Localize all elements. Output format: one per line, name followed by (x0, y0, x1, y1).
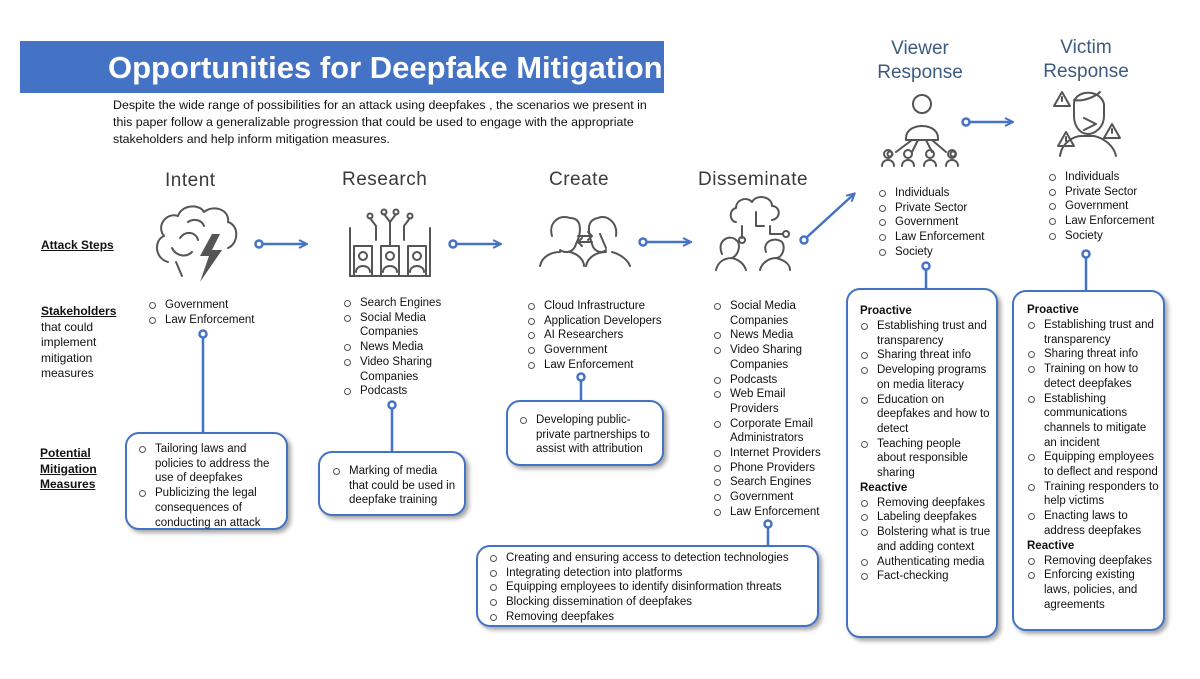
row-label-potential-mitigation: Potential Mitigation Measures (40, 446, 97, 491)
stakeholders-viewer: Individuals Private Sector Government La… (878, 186, 1008, 260)
title-banner: Opportunities for Deepfake Mitigation (20, 41, 664, 93)
list-item: Authenticating media (860, 555, 992, 570)
list-item: Enforcing existing laws, policies, and a… (1027, 568, 1159, 612)
list-item: Podcasts (713, 373, 833, 388)
list-item: Publicizing the legal consequences of co… (138, 486, 280, 530)
proactive-heading: Proactive (860, 305, 912, 317)
list-item: Enacting laws to address deepfakes (1027, 509, 1159, 538)
reactive-heading: Reactive (1027, 539, 1075, 552)
list-item: Equipping employees to identify disinfor… (489, 580, 811, 595)
list-item: Bolstering what is true and adding conte… (860, 525, 992, 554)
list-item: Developing public-private partnerships t… (519, 413, 656, 457)
list-item: Government (148, 298, 288, 313)
list-item: Establishing trust and transparency (860, 319, 992, 348)
list-item: Podcasts (343, 384, 453, 399)
step-title-create: Create (549, 169, 610, 190)
list-item: News Media (713, 328, 833, 343)
list-item: AI Researchers (527, 328, 677, 343)
list-item: Law Enforcement (1048, 214, 1178, 229)
viewer-response-title: Viewer Response (877, 38, 963, 83)
list-item: News Media (343, 340, 453, 355)
list-item: Developing programs on media literacy (860, 363, 992, 392)
mitigation-box-disseminate: Creating and ensuring access to detectio… (476, 545, 819, 627)
list-item: Education on deepfakes and how to detect (860, 393, 992, 437)
stakeholders-create: Cloud Infrastructure Application Develop… (527, 299, 677, 373)
intro-paragraph: Despite the wide range of possibilities … (113, 98, 647, 146)
list-item: Search Engines (343, 296, 453, 311)
list-item: Sharing threat info (1027, 347, 1159, 362)
list-item: Integrating detection into platforms (489, 566, 811, 581)
list-item: Cloud Infrastructure (527, 299, 677, 314)
list-item: Search Engines (713, 475, 833, 490)
list-item: Social Media Companies (713, 299, 833, 328)
list-item: Individuals (1048, 170, 1178, 185)
list-item: Fact-checking (860, 569, 992, 584)
page-title: Opportunities for Deepfake Mitigation (108, 50, 663, 85)
list-item: Teaching people about responsible sharin… (860, 437, 992, 481)
stakeholders-disseminate: Social Media Companies News Media Video … (713, 299, 833, 520)
list-item: Video Sharing Companies (343, 355, 453, 384)
step-title-research: Research (342, 169, 428, 190)
list-item: Tailoring laws and policies to address t… (138, 442, 280, 486)
list-item: Training responders to help victims (1027, 480, 1159, 509)
mitigation-box-research: Marking of media that could be used in d… (318, 451, 466, 516)
list-item: Society (1048, 229, 1178, 244)
list-item: Removing deepfakes (1027, 554, 1159, 569)
mitigation-box-intent: Tailoring laws and policies to address t… (125, 432, 288, 530)
list-item: Government (1048, 199, 1178, 214)
row-label-attack-steps: Attack Steps (41, 238, 114, 252)
list-item: Blocking dissemination of deepfakes (489, 595, 811, 610)
list-item: Labeling deepfakes (860, 510, 992, 525)
reactive-heading: Reactive (860, 481, 908, 494)
list-item: Law Enforcement (148, 313, 288, 328)
stakeholders-victim: Individuals Private Sector Government La… (1048, 170, 1178, 244)
list-item: Law Enforcement (527, 358, 677, 373)
row-label-stakeholders: Stakeholders that could implement mitiga… (41, 304, 117, 380)
list-item: Law Enforcement (878, 230, 1008, 245)
mitigation-box-create: Developing public-private partnerships t… (506, 400, 664, 466)
list-item: Private Sector (878, 201, 1008, 216)
list-item: Society (878, 245, 1008, 260)
list-item: Individuals (878, 186, 1008, 201)
list-item: Government (527, 343, 677, 358)
list-item: Internet Providers (713, 446, 833, 461)
list-item: Video Sharing Companies (713, 343, 833, 372)
proactive-heading: Proactive (1027, 304, 1079, 316)
list-item: Marking of media that could be used in d… (332, 464, 458, 508)
list-item: Web Email Providers (713, 387, 833, 416)
list-item: Equipping employees to deflect and respo… (1027, 450, 1159, 479)
list-item: Law Enforcement (713, 505, 833, 520)
list-item: Phone Providers (713, 461, 833, 476)
list-item: Government (878, 215, 1008, 230)
list-item: Creating and ensuring access to detectio… (489, 551, 811, 566)
list-item: Application Developers (527, 314, 677, 329)
list-item: Sharing threat info (860, 348, 992, 363)
victim-response-title: Victim Response (1043, 37, 1129, 82)
list-item: Establishing communications channels to … (1027, 392, 1159, 451)
list-item: Removing deepfakes (860, 496, 992, 511)
stakeholders-research: Search Engines Social Media Companies Ne… (343, 296, 453, 399)
list-item: Private Sector (1048, 185, 1178, 200)
list-item: Establishing trust and transparency (1027, 318, 1159, 347)
list-item: Corporate Email Administrators (713, 417, 833, 446)
list-item: Training on how to detect deepfakes (1027, 362, 1159, 391)
step-title-intent: Intent (165, 170, 216, 191)
list-item: Social Media Companies (343, 311, 453, 340)
stakeholders-intent: Government Law Enforcement (148, 298, 288, 327)
mitigation-box-viewer: Proactive Establishing trust and transpa… (846, 288, 998, 638)
arrow-disseminate-viewer (805, 194, 854, 239)
step-title-disseminate: Disseminate (698, 169, 809, 190)
list-item: Removing deepfakes (489, 610, 811, 625)
mitigation-box-victim: Proactive Establishing trust and transpa… (1012, 290, 1165, 631)
list-item: Government (713, 490, 833, 505)
